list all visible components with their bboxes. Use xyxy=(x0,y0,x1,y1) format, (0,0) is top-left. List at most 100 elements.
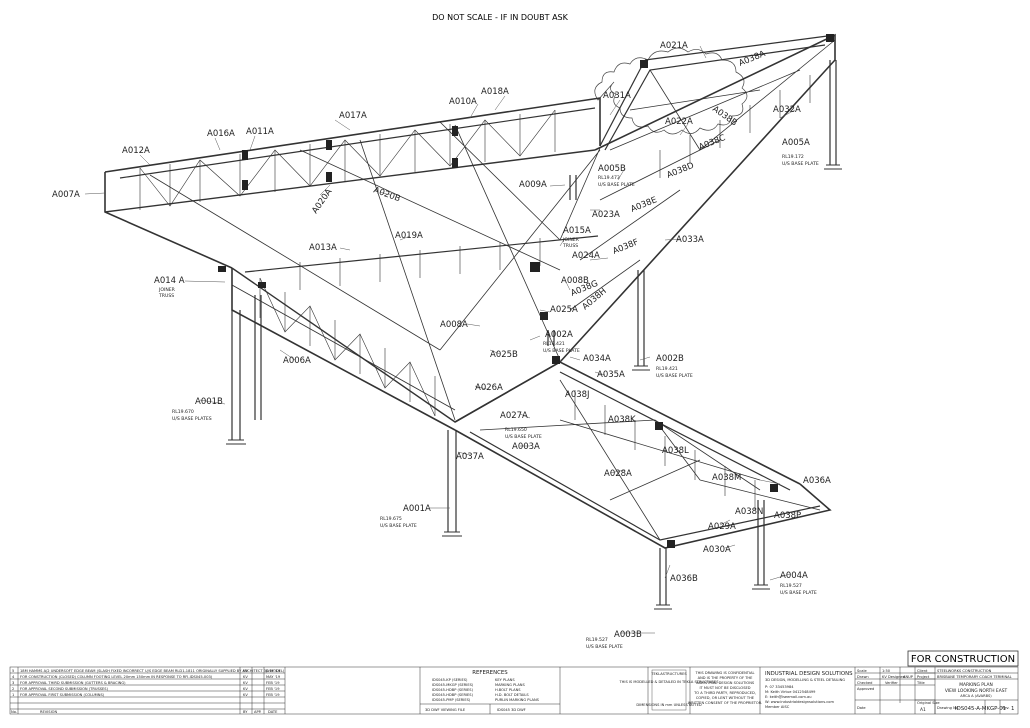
mark-A026A: A026A xyxy=(475,383,503,393)
rev-head-app: APP. xyxy=(254,710,262,714)
mark-A008B: A008B xyxy=(561,276,589,286)
note-A005B-bp: U/S BASE PLATE xyxy=(598,182,635,188)
scale-note: DO NOT SCALE - IF IN DOUBT ASK xyxy=(432,13,569,22)
ref-right-0: KEY PLANS xyxy=(495,678,515,682)
mark-A021A: A021A xyxy=(660,41,688,51)
rev-desc-2: FOR APPROVAL THIRD SUBMISSION (GUTTERS &… xyxy=(20,681,126,685)
mark-A031A: A031A xyxy=(603,91,631,101)
note-A003B-bp: U/S BASE PLATE xyxy=(586,644,623,650)
mark-A006A: A006A xyxy=(283,356,311,366)
company-block: INDUSTRIAL DESIGN SOLUTIONS 3D DESIGN, M… xyxy=(765,671,853,709)
mark-A005A: A005A xyxy=(782,138,810,148)
mark-A034A: A034A xyxy=(583,354,611,364)
note-A004A-bp: U/S BASE PLATE xyxy=(780,590,817,596)
rev-by-3: KV xyxy=(243,687,248,691)
stamp-text: FOR CONSTRUCTION xyxy=(911,654,1015,665)
mark-A016A: A016A xyxy=(207,129,235,139)
ref-right-4: PURLIN MARKING PLANS xyxy=(495,698,540,702)
mark-A004A: A004A xyxy=(780,571,808,581)
mark-A001B: A001B xyxy=(195,397,223,407)
mark-A025A: A025A xyxy=(550,305,578,315)
company-tagline: 3D DESIGN, MODELLING & STEEL DETAILING xyxy=(765,678,845,682)
ref-right-3: H.D. BOLT DETAILS xyxy=(495,693,529,697)
rev-no-4: 1 xyxy=(12,693,14,697)
approved-label: Approved xyxy=(857,687,874,691)
mark-A028A: A028A xyxy=(604,469,632,479)
scale-value: 1:50 xyxy=(882,669,891,673)
ref-left-1: IDS045-MKGP (SERIES) xyxy=(432,683,474,687)
note-A014A-j1: JOINER xyxy=(158,287,176,293)
mark-A036B: A036B xyxy=(670,574,698,584)
title-strip xyxy=(9,666,1019,715)
rev-by-2: KV xyxy=(243,681,248,685)
note-A001B-bp: U/S BASE PLATES xyxy=(172,416,212,422)
rev-date-3: FEB '19 xyxy=(266,687,280,691)
mark-A015A: A015A xyxy=(563,226,591,236)
rev-date-1: MAY '19 xyxy=(266,675,281,679)
note-A001A-rl: RL19.675 xyxy=(380,516,402,522)
mark-A038P: A038P xyxy=(774,511,801,521)
company-mobile: M: Keith Virtue 0412548499 xyxy=(765,690,816,694)
mark-A010A: A010A xyxy=(449,97,477,107)
mark-A017A: A017A xyxy=(339,111,367,121)
mark-A013A: A013A xyxy=(309,243,337,253)
mark-A038C: A038C xyxy=(697,133,727,153)
mark-A038L: A038L xyxy=(662,446,689,456)
mark-A023A: A023A xyxy=(592,210,620,220)
rev-head-desc: REVISION xyxy=(40,710,57,714)
note-A015A-j1: JOINER xyxy=(562,237,580,243)
tekla-badge-sub: THIS IS MODELLED & DETAILED IN TEKLA STR… xyxy=(618,680,719,684)
conf-0: THIS DRAWING IS CONFIDENTIAL xyxy=(694,671,754,675)
designed-value: ANUP xyxy=(903,675,914,679)
conf-3: IT MUST NOT BE DISCLOSED xyxy=(699,686,750,690)
mark-A007A: A007A xyxy=(52,190,80,200)
references-block: REFERENCES IDS045-KP (SERIES) IDS045-MKG… xyxy=(425,670,540,712)
mark-A003B: A003B xyxy=(614,630,642,640)
company-member: Member AISC xyxy=(765,705,790,709)
client-value: STEELWORKS CONSTRUCTION xyxy=(937,669,992,673)
mark-A037A: A037A xyxy=(456,452,484,462)
orig-size-label: Original Size xyxy=(917,701,940,705)
orig-size-value: A1 xyxy=(920,707,926,713)
company-name: INDUSTRIAL DESIGN SOLUTIONS xyxy=(765,671,853,677)
scale-label: Scale xyxy=(857,669,867,673)
ref-right-1: MARKING PLANS xyxy=(495,683,525,687)
mark-A020A: A020A xyxy=(310,187,334,216)
mark-A002A: A002A xyxy=(545,330,573,340)
project-value: BRISBANE TEMPORARY COACH TERMINAL xyxy=(937,675,1012,679)
company-phone: P: 07 33453984 xyxy=(765,685,794,689)
mark-A001A: A001A xyxy=(403,504,431,514)
conf-5: COPIED, OR LENT WITHOUT THE xyxy=(696,696,755,700)
rev-desc-4: FOR APPROVAL FIRST SUBMISSION (COLUMNS) xyxy=(20,693,105,697)
note-A005A-bp: U/S BASE PLATE xyxy=(782,161,819,167)
drawing-no-value: IDS045-A-MKGP-01 xyxy=(955,706,1006,712)
note-A002B-bp: U/S BASE PLATE xyxy=(656,373,693,379)
rev-date-2: FEB '19 xyxy=(266,681,280,685)
title-block: Scale 1:50 Drawn KV Designed ANUP Checke… xyxy=(857,669,1014,713)
note-A003A-bp: U/S BASE PLATE xyxy=(505,434,542,440)
note-A005B-rl: RL19.473 xyxy=(598,175,620,181)
mark-A020B: A020B xyxy=(372,185,402,204)
mark-A038A: A038A xyxy=(737,49,767,69)
rev-head-by: BY xyxy=(243,710,248,714)
note-A015A-j2: TRUSS xyxy=(562,243,578,249)
ref-foot-right: IDS045 3D DWF xyxy=(497,708,526,712)
legal-block: TEKLASTRUCTURES THIS IS MODELLED & DETAI… xyxy=(618,669,762,711)
note-A002A-rl: RL19.421 xyxy=(543,341,565,347)
rev-head-date: DATE xyxy=(268,710,278,714)
rev-date-0: JULY '19 xyxy=(265,669,281,673)
mark-A033A: A033A xyxy=(676,235,704,245)
member-labels: A021A A038A A031A A032A A038B A022A A038… xyxy=(52,41,831,650)
drawing-no-label: Drawing No. xyxy=(937,706,959,710)
conf-1: AND IS THE PROPERTY OF THE xyxy=(698,676,753,680)
title-label: Title xyxy=(916,681,925,685)
mark-A008A: A008A xyxy=(440,320,468,330)
note-A005A-rl: RL19.172 xyxy=(782,154,804,160)
mark-A030A: A030A xyxy=(703,545,731,555)
conf-4: TO A THIRD PARTY, REPRODUCED, xyxy=(693,691,756,695)
note-A002B-rl: RL19.421 xyxy=(656,366,678,372)
ref-right-2: H.BOLT PLANS xyxy=(495,688,521,692)
rev-by-0: KV xyxy=(243,669,248,673)
revision-cloud xyxy=(594,47,748,135)
